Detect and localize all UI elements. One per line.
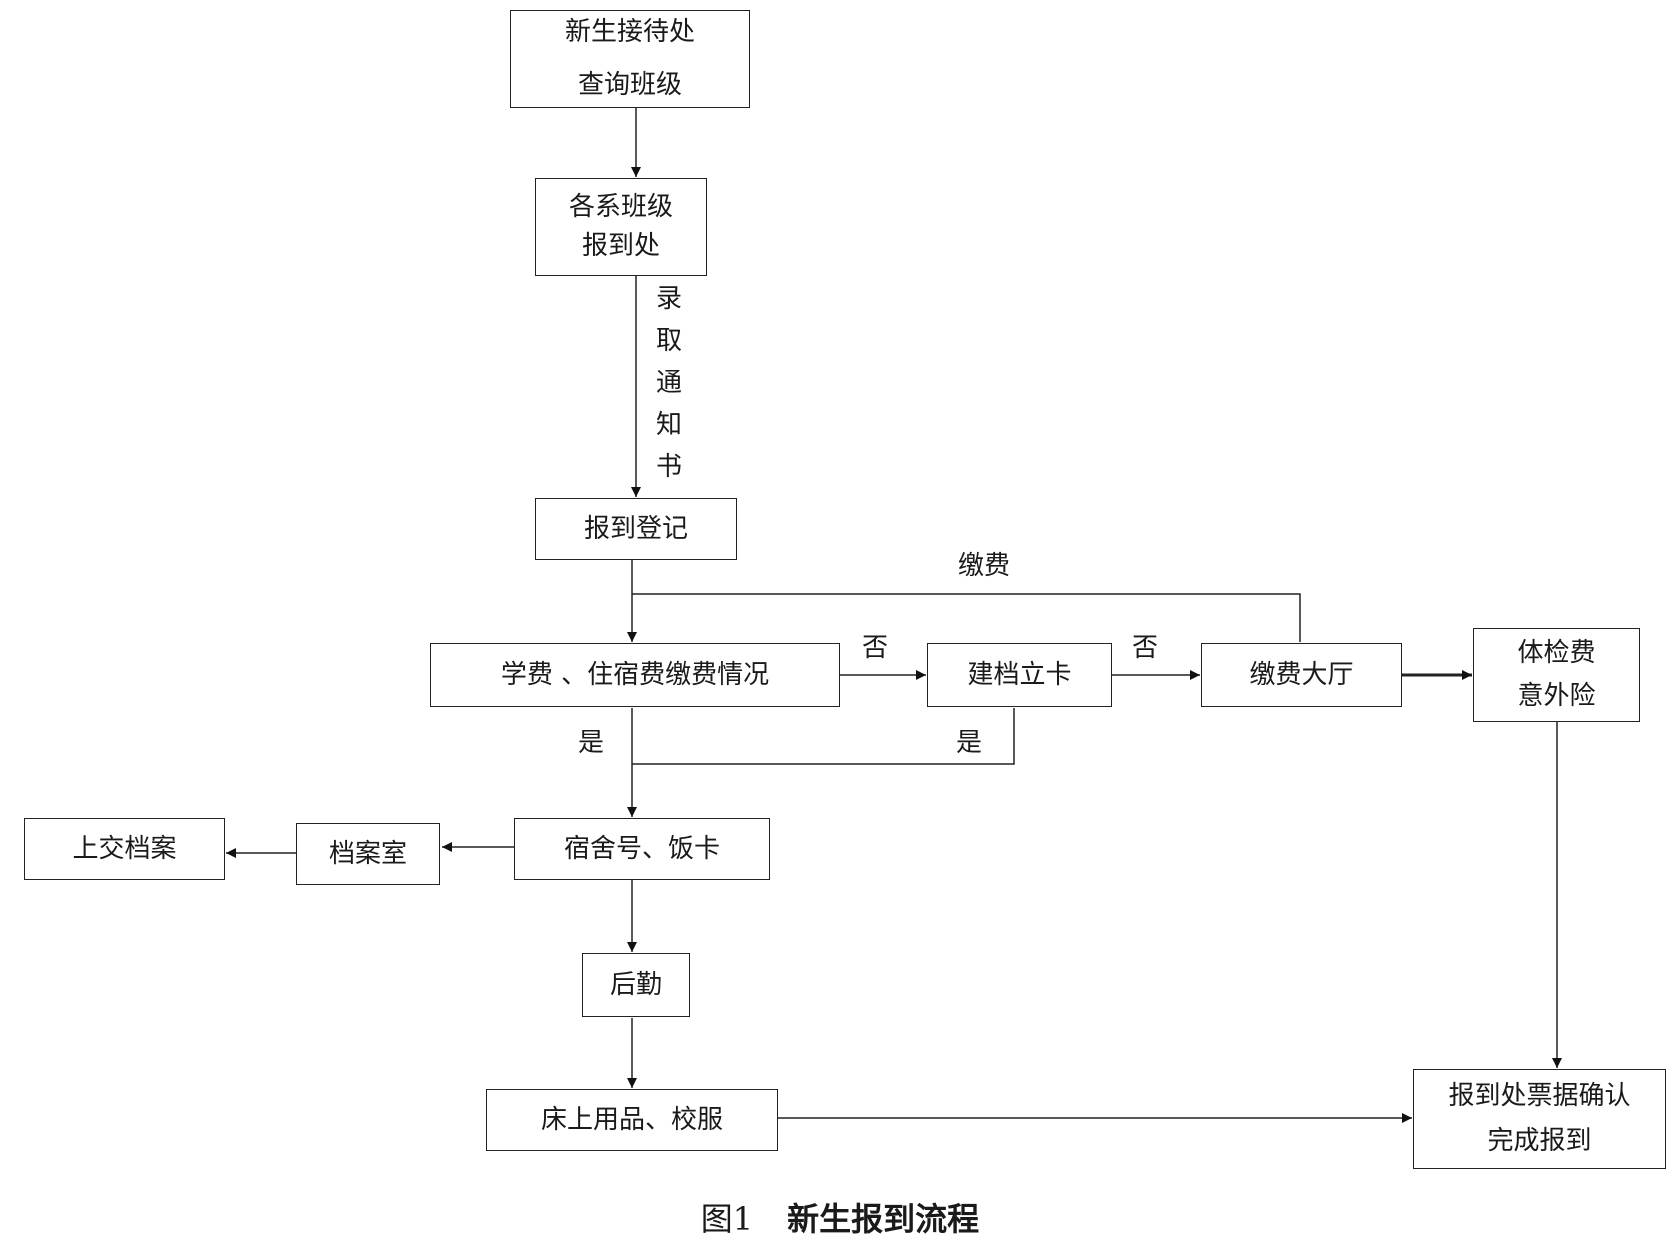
- node-dept-desk-line2: 报到处: [581, 231, 660, 261]
- node-archive-card: 建档立卡: [927, 643, 1112, 707]
- edge-label-notice-char: 知: [656, 410, 683, 441]
- node-confirm-line2: 完成报到: [1487, 1126, 1592, 1156]
- node-medical: 体检费 意外险: [1473, 628, 1640, 722]
- edge-label-no-1: 否: [862, 633, 889, 663]
- edge-label-no-2: 否: [1132, 633, 1159, 663]
- node-dept-desk-line1: 各系班级: [568, 192, 673, 222]
- node-fee-status-label: 学费 、住宿费缴费情况: [500, 659, 770, 690]
- node-archive-room: 档案室: [296, 823, 440, 885]
- node-dept-desk: 各系班级 报到处: [535, 178, 707, 276]
- figure-number: 图1: [700, 1200, 754, 1238]
- edge-archive-card-yes: [632, 708, 1015, 765]
- edge-label-yes-2: 是: [956, 728, 983, 758]
- node-medical-line1: 体检费: [1517, 638, 1596, 668]
- node-registration-label: 报到登记: [583, 513, 688, 544]
- node-reception-line2: 查询班级: [577, 70, 682, 100]
- node-logistics: 后勤: [582, 953, 690, 1017]
- node-dorm-card: 宿舍号、饭卡: [514, 818, 770, 880]
- node-payment-hall-label: 缴费大厅: [1249, 659, 1354, 690]
- node-logistics-label: 后勤: [609, 969, 662, 1000]
- node-registration: 报到登记: [535, 498, 737, 560]
- node-archive-card-label: 建档立卡: [967, 659, 1072, 690]
- figure-caption: 图1 新生报到流程: [0, 1194, 1680, 1240]
- node-dorm-card-label: 宿舍号、饭卡: [563, 833, 720, 864]
- edge-label-notice-char: 通: [656, 368, 683, 399]
- edge-label-notice-char: 书: [656, 452, 683, 483]
- edge-label-pay: 缴费: [958, 551, 1011, 581]
- node-reception: 新生接待处 查询班级: [510, 10, 750, 108]
- node-reception-line1: 新生接待处: [564, 17, 695, 47]
- node-submit-archive-label: 上交档案: [72, 833, 177, 864]
- edge-label-notice-char: 录: [656, 284, 683, 314]
- node-confirm: 报到处票据确认 完成报到: [1413, 1069, 1666, 1169]
- figure-title: 新生报到流程: [787, 1200, 980, 1238]
- node-medical-line2: 意外险: [1517, 681, 1596, 711]
- node-bedding-label: 床上用品、校服: [540, 1104, 723, 1135]
- node-payment-hall: 缴费大厅: [1201, 643, 1402, 707]
- edge-label-yes-1: 是: [578, 728, 605, 758]
- node-archive-room-label: 档案室: [328, 838, 407, 869]
- node-fee-status: 学费 、住宿费缴费情况: [430, 643, 840, 707]
- node-bedding: 床上用品、校服: [486, 1089, 778, 1151]
- node-submit-archive: 上交档案: [24, 818, 225, 880]
- edge-label-notice-char: 取: [656, 326, 683, 357]
- edge-label-notice: 录 取 通 知 书: [656, 278, 682, 489]
- edge-pay-loop: [632, 593, 1301, 642]
- node-confirm-line1: 报到处票据确认: [1448, 1081, 1631, 1111]
